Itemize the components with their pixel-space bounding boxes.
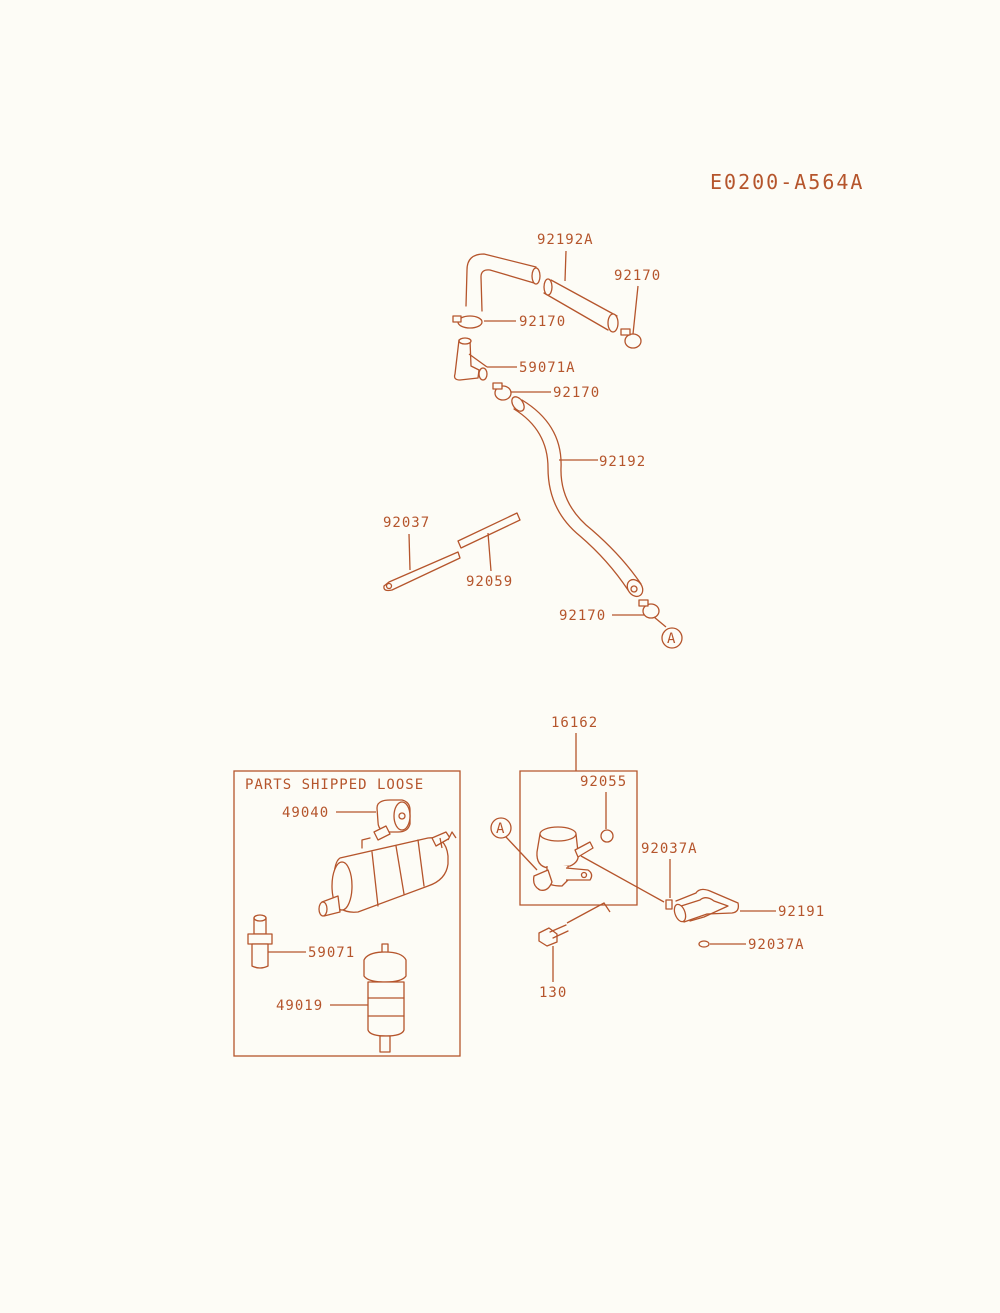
label-92170-mid: 92170 (553, 385, 600, 401)
fuel-filter-49019 (363, 943, 407, 1053)
reference-marker-a-upper (661, 627, 683, 649)
fitting-59071 (247, 914, 273, 969)
hose-92192a-elbow (465, 253, 541, 312)
label-92170-upper-left: 92170 (519, 314, 566, 330)
tie-92037 (383, 551, 461, 592)
clip-92037a-lower (698, 940, 710, 948)
label-92170-lower: 92170 (559, 608, 606, 624)
label-92055: 92055 (580, 774, 627, 790)
label-92037: 92037 (383, 515, 430, 531)
parts-shipped-loose-box (233, 770, 461, 1057)
parts-shipped-loose-title: PARTS SHIPPED LOOSE (245, 777, 424, 793)
fuel-pump-49040 (318, 799, 457, 917)
hose-92191 (673, 888, 740, 923)
clamp-92170-upper-right (620, 328, 642, 349)
label-130: 130 (539, 985, 567, 1001)
label-92037a-upper: 92037A (641, 841, 698, 857)
o-ring-92055 (600, 829, 614, 843)
hose-92192a-straight (543, 278, 619, 333)
hose-92192 (511, 396, 644, 598)
diagram-id: E0200-A564A (710, 170, 864, 194)
bolt-130 (538, 924, 569, 947)
label-16162: 16162 (551, 715, 598, 731)
label-92192a: 92192A (537, 232, 594, 248)
label-92059: 92059 (466, 574, 513, 590)
assembly-frame-16162 (519, 770, 638, 906)
clamp-92170-lower (638, 599, 660, 619)
reference-label-a-upper: A (667, 631, 676, 647)
clamp-92170-mid (492, 382, 512, 401)
clamp-92170-upper-left (452, 315, 483, 329)
label-49040: 49040 (282, 805, 329, 821)
label-92170-upper-right: 92170 (614, 268, 661, 284)
label-59071a: 59071A (519, 360, 576, 376)
label-49019: 49019 (276, 998, 323, 1014)
reference-marker-a-lower (490, 817, 512, 839)
reference-label-a-lower: A (496, 821, 505, 837)
clip-92037a-upper (665, 899, 673, 910)
label-92192: 92192 (599, 454, 646, 470)
fitting-59071a (453, 337, 488, 381)
label-92191: 92191 (778, 904, 825, 920)
label-59071: 59071 (308, 945, 355, 961)
pressure-regulator (532, 826, 594, 891)
tube-92059 (457, 512, 521, 549)
label-92037a-lower: 92037A (748, 937, 805, 953)
